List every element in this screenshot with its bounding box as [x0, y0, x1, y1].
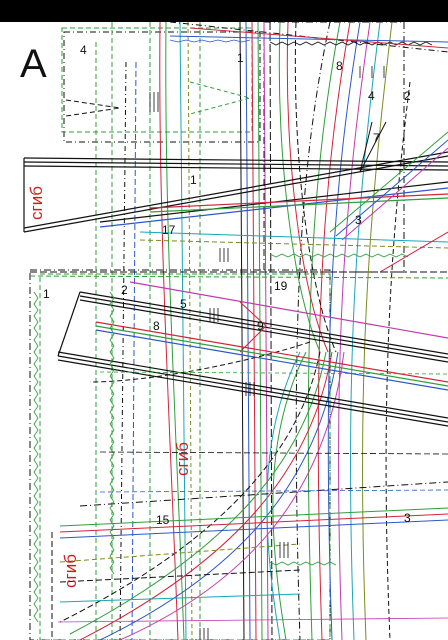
piece-number: 4 [80, 43, 87, 57]
piece-number: 8 [153, 319, 160, 333]
top-status-bar [0, 0, 448, 22]
piece-number: 9 [257, 319, 264, 333]
fold-label: сгиб [61, 554, 80, 588]
piece-number: 5 [180, 297, 187, 311]
piece-number: 1 [43, 287, 50, 301]
piece-number: 4 [368, 89, 375, 103]
piece-number: 8 [336, 59, 343, 73]
pattern-lines [23, 22, 448, 640]
piece-number: 7 [373, 131, 380, 145]
fold-label: сгиб [173, 442, 192, 476]
sheet-letter: А [20, 42, 47, 86]
piece-number: 2 [121, 283, 128, 297]
piece-number: 3 [404, 511, 411, 525]
piece-number: 1 [237, 51, 244, 65]
piece-number: 1 [190, 173, 197, 187]
piece-number: 15 [156, 513, 170, 527]
piece-number: 2 [404, 89, 411, 103]
fold-label: сгиб [27, 186, 46, 220]
piece-number: 19 [274, 279, 288, 293]
piece-number: 17 [162, 223, 176, 237]
piece-number: 3 [355, 213, 362, 227]
pattern-sheet: А 4 1 8 4 2 7 1 3 17 1 2 5 19 8 9 15 3 с… [0, 22, 448, 640]
